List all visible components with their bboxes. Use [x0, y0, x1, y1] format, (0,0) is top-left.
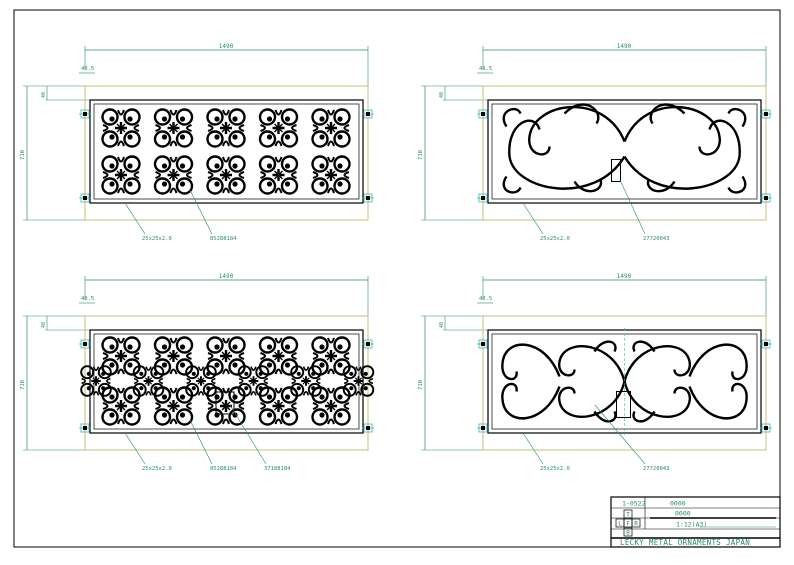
- callouts-top-left: 25x25x2.0 85288184: [124, 189, 237, 242]
- frame-callout-label: 25x25x2.0: [142, 236, 172, 242]
- logo-letter-l: L: [618, 521, 622, 528]
- dimensions-top-left: 1490 40.5 710 40: [20, 43, 369, 221]
- panel-bottom-right: 1490 40.5 710 40 25x25x2.0 27720043: [418, 273, 772, 472]
- callouts-top-right: 25x25x2.0 27720043: [522, 179, 670, 242]
- gap-dimension-label: 40: [41, 322, 47, 328]
- frame-callout-label: 25x25x2.0: [540, 466, 570, 472]
- title-block: T L F R B 1-0522 0000 0000 1:12(A3) LECK…: [610, 496, 781, 548]
- height-dimension-label: 710: [418, 150, 424, 160]
- ornament-single-scroll: [502, 103, 747, 194]
- ornament-quatrefoil-grid: [101, 108, 351, 195]
- gap-dimension-label: 40: [41, 92, 47, 98]
- width-dimension-label: 1490: [617, 43, 632, 50]
- offset-dimension-label: 40.5: [479, 66, 492, 72]
- height-dimension-label: 710: [20, 150, 26, 160]
- logo-letter-t: T: [626, 512, 630, 519]
- offset-dimension-label: 40.5: [479, 296, 492, 302]
- wall-opening: [84, 85, 369, 221]
- dimensions-top-right: 1490 40.5 710 40: [418, 43, 767, 221]
- grille-frame: [89, 99, 364, 204]
- callouts-bottom-left: 25x25x2.0 85288184 37188184: [124, 404, 291, 472]
- width-dimension-label: 1490: [219, 43, 234, 50]
- panel-top-right: 1490 40.5 710 40 25x25x2.0 27720043: [418, 43, 772, 242]
- wall-opening: [482, 85, 767, 221]
- offset-dimension-label: 40.5: [81, 296, 94, 302]
- panel-top-left: 1490 40.5 710 40 25x25x2.0 85288184: [20, 43, 374, 242]
- part-callout-label: 85288184: [210, 236, 237, 242]
- width-dimension-label: 1490: [219, 273, 234, 280]
- logo-letter-b: B: [626, 530, 630, 537]
- ornament-double-scroll: [501, 328, 748, 435]
- gap-dimension-label: 40: [439, 322, 445, 328]
- part-callout-label: 37188184: [264, 466, 291, 472]
- frame-callout-label: 25x25x2.0: [540, 236, 570, 242]
- callouts-bottom-right: 25x25x2.0 27720043: [522, 404, 670, 472]
- logo-letter-f: F: [626, 521, 630, 528]
- title-field-b: 0000: [675, 510, 691, 518]
- part-callout-label: 27720043: [643, 466, 670, 472]
- part-callout-label: 27720043: [643, 236, 670, 242]
- dimensions-bottom-left: 1490 40.5 710 40: [20, 273, 369, 451]
- dimensions-bottom-right: 1490 40.5 710 40: [418, 273, 767, 451]
- wall-opening: [84, 315, 369, 451]
- ornament-quatrefoil-dense: [80, 336, 375, 426]
- company-logo: T L F R B: [615, 509, 641, 537]
- grille-frame: [487, 99, 762, 204]
- drawing-number: 1-0522: [622, 500, 646, 508]
- gap-dimension-label: 40: [439, 92, 445, 98]
- wall-opening: [482, 315, 767, 451]
- frame-callout-label: 25x25x2.0: [142, 466, 172, 472]
- title-field-a: 0000: [670, 500, 686, 508]
- part-callout-label: 85288184: [210, 466, 237, 472]
- height-dimension-label: 710: [418, 380, 424, 390]
- panel-bottom-left: 1490 40.5 710 40 25x25x2.0 85288184 37188184: [20, 273, 375, 472]
- logo-letter-r: R: [634, 521, 638, 528]
- height-dimension-label: 710: [20, 380, 26, 390]
- company-name: LECKY METAL ORNAMENTS JAPAN: [620, 538, 750, 547]
- scale-label: 1:12(A3): [676, 521, 707, 529]
- offset-dimension-label: 40.5: [81, 66, 94, 72]
- width-dimension-label: 1490: [617, 273, 632, 280]
